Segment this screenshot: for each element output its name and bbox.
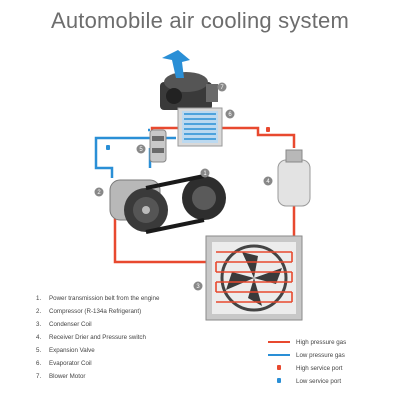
pressure-legend: High pressure gas Low pressure gas High … — [268, 336, 346, 388]
component-number-badges: 1 2 3 4 5 6 7 — [94, 82, 273, 291]
high-service-port — [266, 127, 270, 132]
component-label: Compressor (R-134a Refrigerant) — [49, 308, 142, 315]
badge-3: 3 — [193, 281, 203, 291]
badge-5: 5 — [136, 144, 146, 154]
high-port-swatch — [268, 362, 290, 375]
svg-text:6: 6 — [228, 112, 232, 118]
component-label: Expansion Valve — [49, 347, 95, 354]
svg-text:7: 7 — [220, 85, 224, 91]
badge-7: 7 — [217, 82, 227, 92]
svg-text:3: 3 — [196, 284, 200, 290]
legend-low-port: Low service port — [268, 375, 346, 388]
badge-1: 1 — [200, 168, 210, 178]
compressor — [109, 179, 168, 232]
engine-pulley — [145, 174, 226, 234]
svg-text:2: 2 — [97, 190, 101, 196]
service-ports — [106, 127, 270, 150]
badge-4: 4 — [263, 176, 273, 186]
expansion-valve — [149, 129, 167, 163]
component-list: 1.Power transmission belt from the engin… — [36, 292, 159, 383]
diagram-title: Automobile air cooling system — [50, 8, 350, 33]
component-item: 4.Receiver Drier and Pressure switch — [36, 334, 146, 341]
legend-low-pressure: Low pressure gas — [268, 349, 346, 362]
component-label: Receiver Drier and Pressure switch — [49, 334, 146, 341]
badge-2: 2 — [94, 187, 104, 197]
low-service-port — [106, 145, 110, 150]
component-label: Power transmission belt from the engine — [49, 295, 160, 302]
svg-text:4: 4 — [266, 179, 270, 185]
svg-text:5: 5 — [139, 147, 143, 153]
low-port-swatch — [268, 375, 290, 388]
component-label: Blower Motor — [49, 373, 86, 380]
legend-high-port: High service port — [268, 362, 346, 375]
component-item: 6.Evaporator Coil — [36, 360, 92, 367]
legend-high-pressure: High pressure gas — [268, 336, 346, 349]
high-pressure-swatch — [268, 341, 290, 344]
receiver-drier — [277, 149, 311, 207]
blower-motor — [160, 50, 218, 110]
component-label: Condenser Coil — [49, 321, 92, 328]
badge-6: 6 — [225, 109, 235, 119]
low-pressure-swatch — [268, 354, 290, 357]
component-item: 5.Expansion Valve — [36, 347, 95, 354]
component-item: 7.Blower Motor — [36, 373, 86, 380]
component-item: 1.Power transmission belt from the engin… — [36, 295, 160, 302]
condenser-coil — [205, 235, 303, 321]
component-label: Evaporator Coil — [49, 360, 92, 367]
evaporator-coil — [177, 107, 223, 147]
svg-text:1: 1 — [203, 171, 207, 177]
component-item: 3.Condenser Coil — [36, 321, 92, 328]
component-item: 2.Compressor (R-134a Refrigerant) — [36, 308, 142, 315]
